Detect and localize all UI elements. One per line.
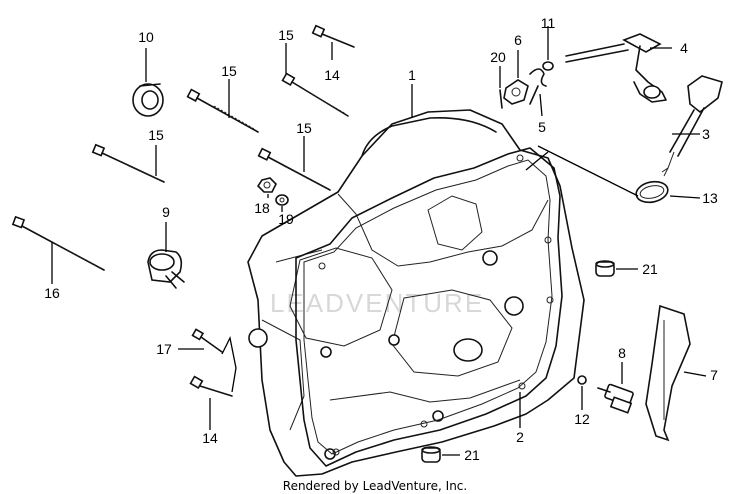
footer-credit: Rendered by LeadVenture, Inc. [283, 479, 467, 493]
pin-20 [499, 89, 503, 109]
switch-8 [597, 383, 634, 414]
label-19: 19 [278, 211, 294, 227]
nut-18 [256, 177, 277, 193]
bolt-15b [91, 143, 165, 183]
label-16: 16 [44, 285, 60, 301]
label-15c: 15 [278, 27, 294, 43]
bolt-14-top [311, 24, 355, 48]
label-14-top: 14 [324, 67, 340, 83]
label-3: 3 [702, 126, 710, 142]
label-12: 12 [574, 411, 590, 427]
label-5: 5 [538, 119, 546, 135]
label-1: 1 [408, 67, 416, 83]
label-21-bottom: 21 [464, 447, 480, 463]
dowel-21-top [595, 260, 615, 277]
label-15b: 15 [148, 127, 164, 143]
boss [453, 338, 483, 362]
label-17: 17 [156, 341, 172, 357]
boss-hole [482, 250, 498, 266]
leader-lines [51, 26, 707, 456]
bolt-15d [257, 147, 331, 191]
label-15d: 15 [296, 120, 312, 136]
boss-hole [388, 334, 400, 346]
boss-hole [324, 448, 336, 460]
plate-7 [645, 304, 691, 442]
bolt-14-bottom [189, 375, 233, 397]
o-ring-11 [542, 61, 554, 71]
label-21-top: 21 [642, 261, 658, 277]
label-15a: 15 [221, 63, 237, 79]
dipstick-3 [661, 75, 723, 177]
label-7: 7 [710, 367, 718, 383]
watermark: LEADVENTURE [270, 288, 484, 318]
boss-hole [248, 328, 268, 348]
spring-5 [529, 68, 547, 105]
o-ring-13 [635, 180, 669, 204]
label-2: 2 [516, 429, 524, 445]
boss-hole [504, 296, 524, 316]
gasket [295, 147, 563, 467]
boss-hole [432, 410, 444, 422]
arm-4 [565, 33, 667, 103]
bolt-16 [11, 215, 105, 271]
bolt-15a [186, 88, 259, 133]
label-9: 9 [162, 204, 170, 220]
label-18: 18 [254, 200, 270, 216]
bolt-15c [281, 72, 349, 117]
label-4: 4 [680, 40, 688, 56]
washer-19 [275, 194, 289, 206]
part-labels: 10 15 15 15 15 14 16 9 1 2 3 4 5 6 7 8 1… [44, 15, 718, 463]
boss-hole [320, 346, 332, 358]
stopper-6 [503, 79, 529, 105]
crankcase-cover [247, 109, 585, 477]
plug-9 [147, 249, 185, 289]
washer-12 [577, 375, 587, 385]
dowel-21-bottom [421, 446, 441, 463]
label-20: 20 [490, 49, 506, 65]
label-13: 13 [702, 190, 718, 206]
label-6: 6 [514, 32, 522, 48]
bolt-17 [191, 328, 223, 353]
oil-seal-10 [132, 83, 164, 117]
label-10: 10 [138, 29, 154, 45]
label-14-bottom: 14 [202, 430, 218, 446]
label-8: 8 [618, 345, 626, 361]
label-11: 11 [541, 15, 556, 31]
